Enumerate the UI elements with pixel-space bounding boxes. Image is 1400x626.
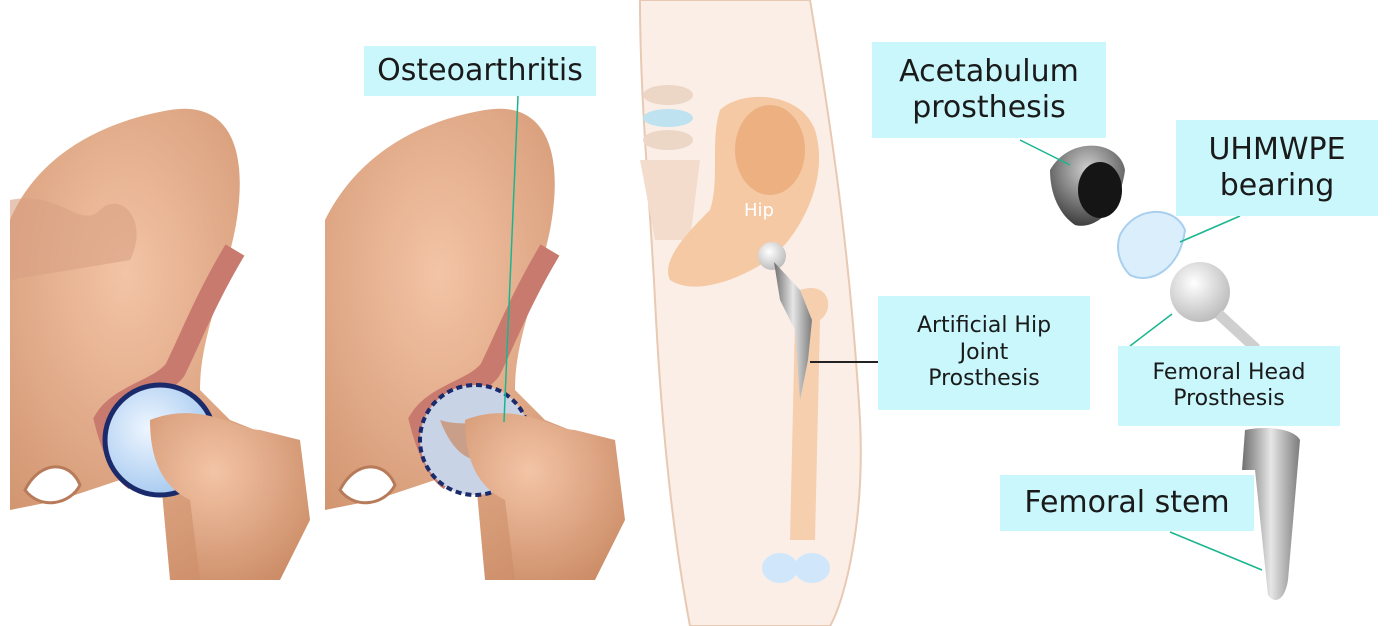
femoral-head-ball bbox=[1170, 262, 1260, 352]
body-with-prosthesis bbox=[640, 0, 878, 626]
acetabular-cup-shell bbox=[1050, 146, 1125, 226]
leader-uhmwpe bbox=[1180, 216, 1240, 242]
healthy-hip-joint bbox=[10, 109, 310, 580]
uhmwpe-liner bbox=[1118, 212, 1185, 278]
osteoarthritis-label: Osteoarthritis bbox=[364, 46, 596, 96]
acetabulum-prosthesis-label: Acetabulum prosthesis bbox=[872, 42, 1106, 138]
uhmwpe-bearing-label: UHMWPE bearing bbox=[1176, 120, 1378, 216]
femoral-stem-label: Femoral stem bbox=[1000, 475, 1254, 531]
leader-femoral-head bbox=[1130, 314, 1172, 346]
leader-acetabulum bbox=[1020, 140, 1070, 165]
leader-femoral-stem bbox=[1170, 532, 1262, 570]
osteoarthritis-hip-joint bbox=[325, 109, 625, 580]
hip-label: Hip bbox=[744, 200, 774, 221]
femoral-head-prosthesis-label: Femoral Head Prosthesis bbox=[1118, 346, 1340, 426]
artificial-hip-joint-prosthesis-label: Artificial Hip Joint Prosthesis bbox=[878, 296, 1090, 410]
